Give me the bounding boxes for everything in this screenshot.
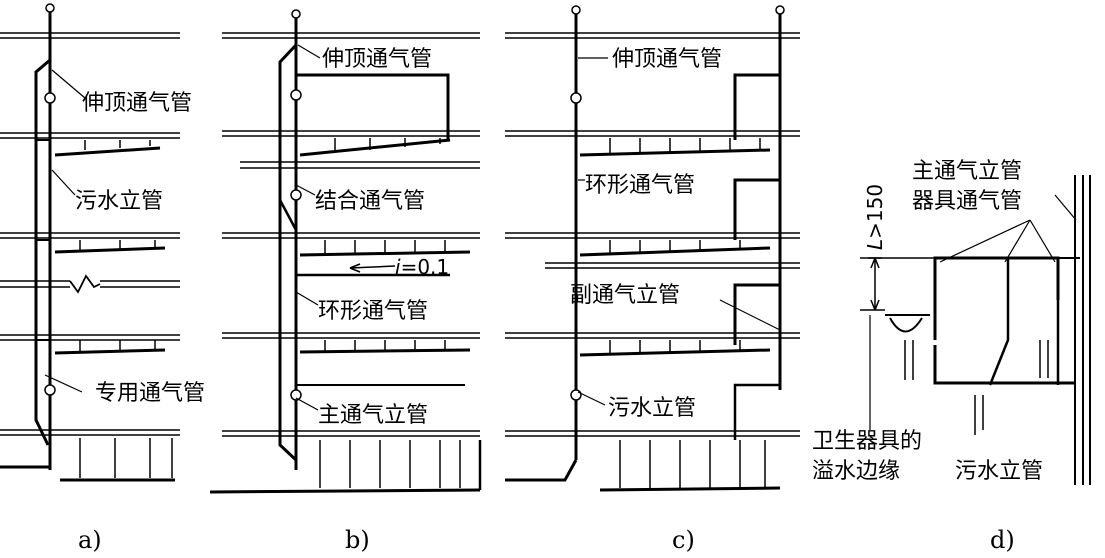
- panel-b-pipes: [209, 9, 482, 494]
- panel-b-labels: 伸顶通气管 结合通气管 i=0.1 环形通气管 主通气立管 b): [315, 47, 449, 554]
- panel-c-labels: 伸顶通气管 环形通气管 副通气立管 污水立管 c): [570, 47, 722, 554]
- label-a-soil-stack: 污水立管: [75, 189, 163, 214]
- caption-c: c): [672, 526, 695, 554]
- panel-a-pipes: [0, 3, 175, 482]
- caption-b: b): [345, 526, 370, 554]
- label-c-loop-vent: 环形通气管: [585, 173, 695, 198]
- label-c-vent-stack: 伸顶通气管: [612, 47, 722, 72]
- label-d-main-vent-stack: 主通气立管: [912, 159, 1022, 184]
- label-b-loop-vent: 环形通气管: [318, 299, 428, 324]
- label-b-vent-stack: 伸顶通气管: [322, 47, 432, 72]
- label-b-slope: i=0.1: [395, 255, 449, 279]
- label-d-fixture-rim-line2: 溢水边缘: [812, 459, 900, 484]
- label-d-soil-stack: 污水立管: [955, 459, 1043, 484]
- panel-b-slabs: [222, 32, 480, 437]
- label-b-yoke-vent: 结合通气管: [315, 189, 425, 214]
- panel-a-slabs: [0, 32, 180, 436]
- label-a-dedicated-vent: 专用通气管: [95, 381, 205, 406]
- label-d-fixture-rim-line1: 卫生器具的: [812, 429, 922, 454]
- label-leaders: [44, 44, 781, 411]
- label-c-secondary-vent-stack: 副通气立管: [570, 283, 680, 308]
- label-c-soil-stack: 污水立管: [608, 396, 696, 421]
- panel-d-labels: 主通气立管 器具通气管 L>150 卫生器具的 溢水边缘 污水立管 d): [812, 159, 1043, 554]
- label-b-slope-value: =0.1: [401, 255, 450, 279]
- label-b-main-vent-stack: 主通气立管: [318, 403, 428, 428]
- caption-a: a): [78, 526, 102, 554]
- label-d-fixture-vent: 器具通气管: [912, 189, 1022, 214]
- label-d-dimension: L>150: [863, 184, 887, 250]
- panel-c-slabs: [505, 32, 800, 437]
- label-b-slope-var: i: [395, 255, 401, 279]
- panel-a-labels: 伸顶通气管 污水立管 专用通气管 a): [75, 91, 205, 554]
- panel-c-pipes: [505, 5, 785, 492]
- label-d-dimension-var: L: [863, 239, 887, 250]
- label-a-vent-stack: 伸顶通气管: [82, 91, 192, 116]
- floor-slabs: [0, 32, 940, 437]
- panel-d-pipes: [860, 175, 1091, 485]
- caption-d: d): [990, 526, 1015, 554]
- label-d-dimension-value: >150: [863, 184, 887, 239]
